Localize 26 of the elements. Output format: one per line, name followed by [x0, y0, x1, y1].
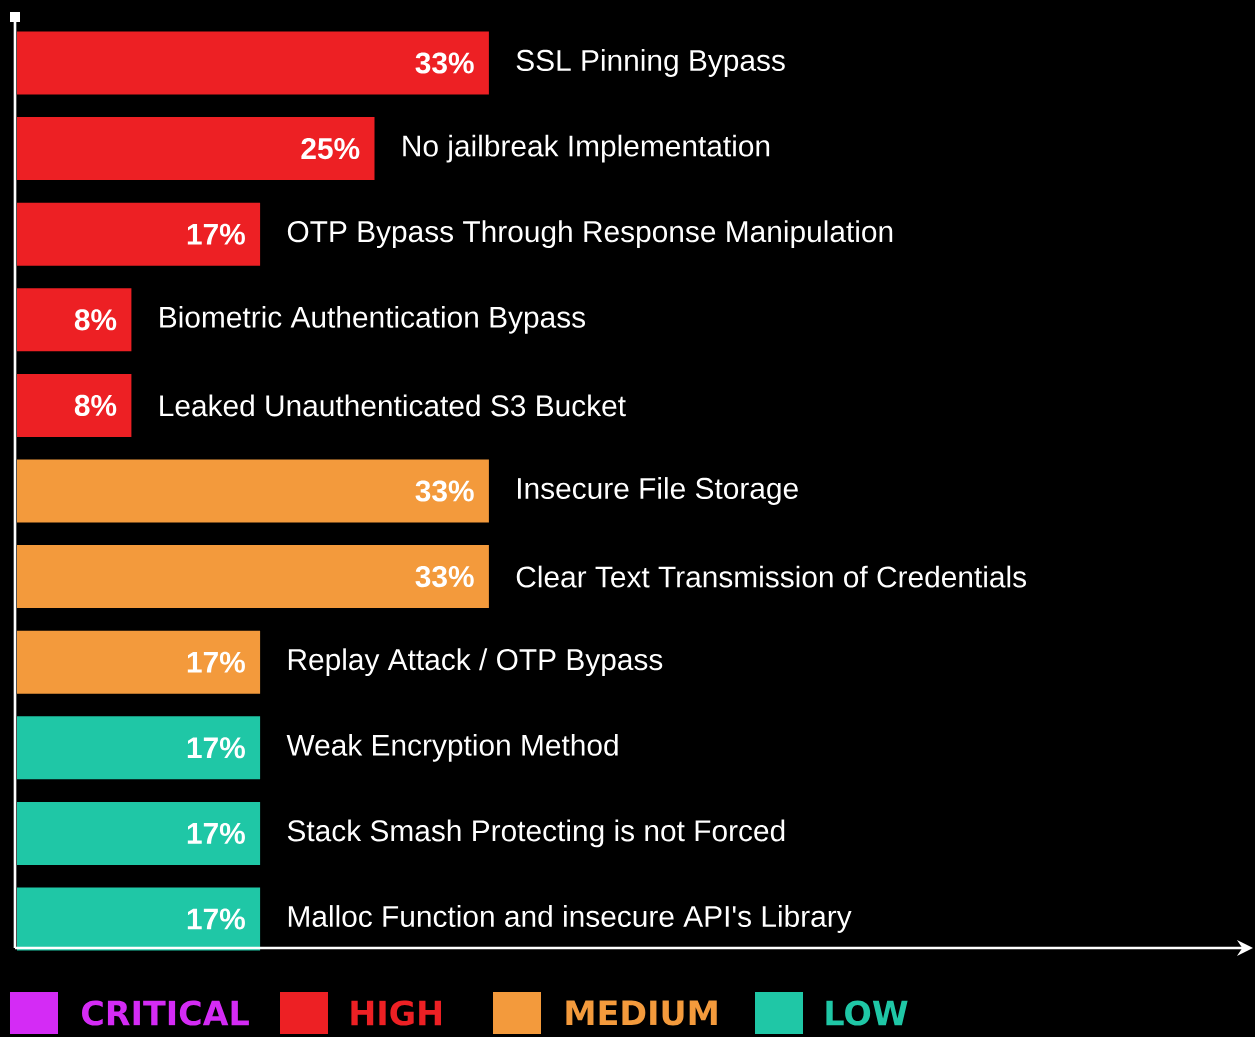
value-label: 33% [415, 480, 474, 502]
bar-annotation: OTP Bypass Through Response Manipulation [287, 220, 893, 249]
legend-label: CRITICAL [82, 1000, 249, 1026]
bar-annotation: Malloc Function and insecure API's Library [288, 905, 852, 933]
value-label: 17% [187, 223, 245, 245]
legend-label: MEDIUM [566, 1000, 717, 1026]
bar-annotation: No jailbreak Implementation [403, 134, 770, 163]
value-label: 8% [74, 309, 117, 331]
bar-annotation: Clear Text Transmission of Credentials [516, 565, 1026, 588]
bar-annotation: Replay Attack / OTP Bypass [288, 648, 663, 677]
value-label: 33% [415, 52, 474, 74]
value-label: 17% [187, 651, 245, 673]
bar-annotation: SSL Pinning Bypass [516, 49, 785, 77]
value-label: 33% [415, 566, 474, 588]
legend-label: LOW [826, 1000, 908, 1026]
value-label: 17% [187, 822, 245, 844]
value-label: 17% [187, 908, 245, 930]
value-label: 8% [74, 394, 117, 416]
bar-annotation: Stack Smash Protecting is not Forced [287, 819, 785, 848]
bar-annotation: Biometric Authentication Bypass [160, 305, 585, 334]
value-label: 17% [187, 737, 245, 759]
legend-label: HIGH [351, 1000, 441, 1026]
bar-annotation: Insecure File Storage [518, 477, 798, 505]
bar-annotation: Weak Encryption Method [286, 733, 618, 762]
value-label: 25% [301, 138, 360, 160]
bar-annotation: Leaked Unauthenticated S3 Bucket [160, 394, 626, 417]
